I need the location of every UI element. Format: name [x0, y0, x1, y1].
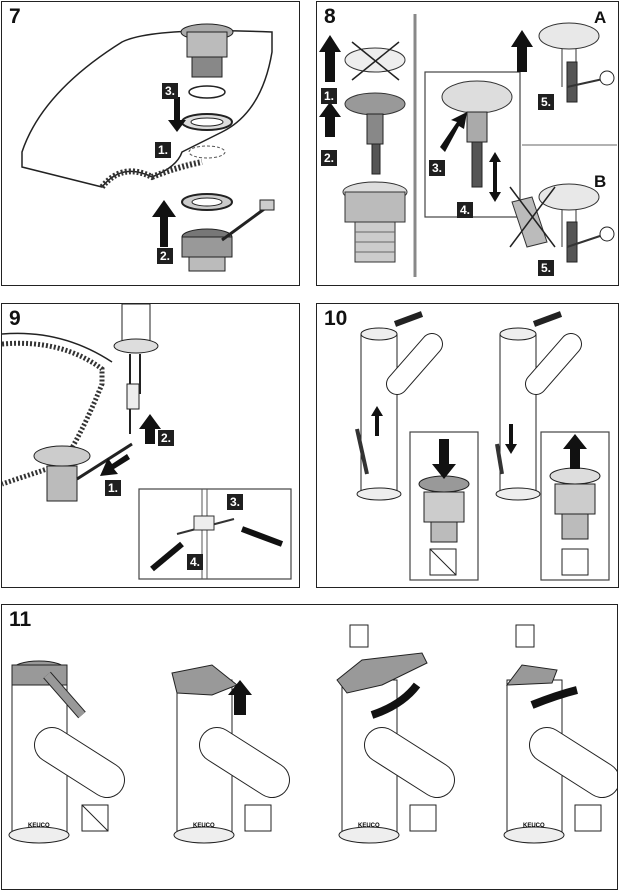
drain-operation-diagram [355, 311, 610, 581]
panel-number: 8 [324, 5, 336, 28]
panel-number: 7 [9, 5, 21, 28]
panel-number: 10 [324, 307, 348, 330]
brand-logo: KEUCO [358, 823, 380, 829]
step-arrow-icon [432, 439, 456, 479]
step-label: 3. [162, 83, 179, 99]
step-label: 2. [157, 248, 174, 264]
step-label: 5. [538, 260, 555, 276]
panel-11: 11 KEUC [1, 604, 618, 890]
step-arrow-icon [152, 200, 176, 247]
pull-rod-diagram [2, 304, 292, 580]
step-arrow-icon [319, 102, 341, 137]
brand-logo: KEUCO [193, 823, 215, 829]
lever-operation-diagram [8, 624, 617, 844]
step-arrow-icon [563, 434, 587, 469]
step-label: 1. [105, 480, 122, 496]
step-arrow-icon [228, 680, 252, 715]
panel-9: 9 2. 1. 3. 4. [1, 303, 300, 588]
panel-number: 9 [9, 307, 21, 330]
water-flow-icon [574, 804, 602, 832]
screwdriver-icon [240, 526, 284, 547]
step-arrow-icon [511, 30, 533, 72]
step-arrow-icon [530, 686, 578, 709]
step-label: 5. [538, 94, 555, 110]
step-label: 3. [227, 494, 244, 510]
screwdriver-icon [150, 541, 184, 572]
popup-plug-diagram [319, 14, 617, 277]
step-arrow-icon [100, 454, 130, 476]
water-flow-icon [244, 804, 272, 832]
step-label: 4. [457, 202, 474, 218]
thermometer-icon [515, 624, 535, 648]
step-label: 1. [321, 88, 338, 104]
step-arrow-icon [139, 414, 161, 444]
brand-logo: KEUCO [28, 823, 50, 829]
water-flow-icon [409, 804, 437, 832]
panel-7: 7 3. 1. 2. [1, 1, 300, 286]
brand-logo: KEUCO [523, 823, 545, 829]
panel-8: 8 A B [316, 1, 619, 286]
step-label: 1. [155, 142, 172, 158]
panel-number: 11 [9, 608, 32, 631]
rotate-icon [188, 85, 226, 99]
step-label: 3. [429, 160, 446, 176]
variant-label-b: B [594, 172, 607, 191]
step-arrow-icon [370, 682, 421, 719]
panel-10: 10 [316, 303, 619, 588]
water-flow-icon [561, 548, 589, 576]
step-label: 2. [158, 430, 175, 446]
drain-install-diagram [21, 23, 275, 272]
step-label: 2. [321, 150, 338, 166]
step-label: 4. [187, 554, 204, 570]
thermometer-icon [349, 624, 369, 648]
step-arrow-icon [168, 97, 186, 132]
step-arrow-icon [319, 35, 341, 82]
variant-label-a: A [594, 8, 607, 27]
